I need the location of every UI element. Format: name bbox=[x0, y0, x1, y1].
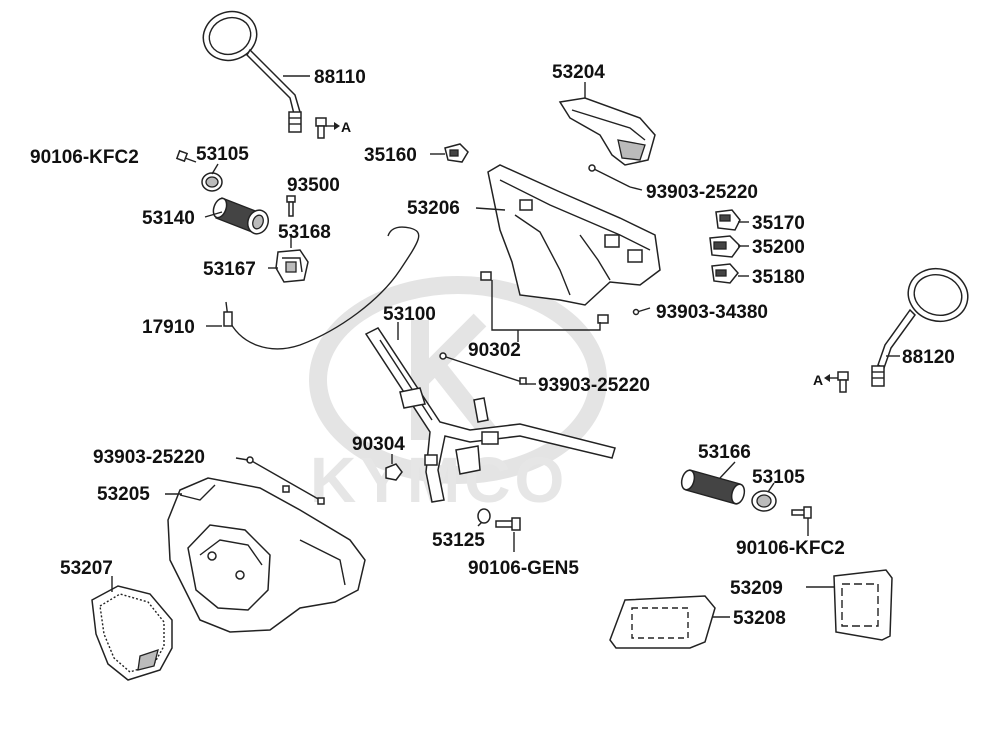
grip-53166 bbox=[680, 469, 746, 505]
kymco-watermark-logo: KYMCO bbox=[309, 276, 607, 516]
label-53204: 53204 bbox=[552, 62, 605, 83]
lens-cover-53207 bbox=[91, 585, 173, 681]
label-53168: 53168 bbox=[278, 222, 331, 243]
label-53205: 53205 bbox=[97, 484, 150, 505]
right-mirror-88120 bbox=[871, 267, 969, 387]
label-a-left: A bbox=[341, 119, 351, 135]
gasket-53208 bbox=[609, 595, 716, 649]
label-35180: 35180 bbox=[752, 267, 805, 288]
label-90106-kfc2-left: 90106-KFC2 bbox=[30, 147, 139, 168]
switch-housing-53167 bbox=[275, 249, 309, 283]
label-53208: 53208 bbox=[733, 608, 786, 629]
bolt-90106-gen5 bbox=[495, 517, 521, 531]
nut-90304 bbox=[385, 463, 403, 481]
plate-53209 bbox=[833, 569, 893, 641]
label-90106-gen5: 90106-GEN5 bbox=[468, 558, 579, 579]
label-53100: 53100 bbox=[383, 304, 436, 325]
handlebar-53100 bbox=[364, 327, 616, 503]
bolt-a-left bbox=[315, 117, 327, 139]
label-53209: 53209 bbox=[730, 578, 783, 599]
label-a-right: A bbox=[813, 372, 823, 388]
bolt-90106-kfc2-right bbox=[791, 506, 812, 519]
label-53125: 53125 bbox=[432, 530, 485, 551]
cable-17910 bbox=[223, 226, 420, 350]
label-35160: 35160 bbox=[364, 145, 417, 166]
label-35200: 35200 bbox=[752, 237, 805, 258]
switch-35160 bbox=[444, 143, 469, 163]
label-90302: 90302 bbox=[468, 340, 521, 361]
label-53105-right: 53105 bbox=[752, 467, 805, 488]
front-cover-53205 bbox=[167, 477, 366, 633]
screw-93903-25220-top bbox=[588, 164, 631, 188]
label-90304: 90304 bbox=[352, 434, 405, 455]
switch-35200 bbox=[709, 235, 741, 258]
label-53140: 53140 bbox=[142, 208, 195, 229]
label-53105-left: 53105 bbox=[196, 144, 249, 165]
bolt-a-right bbox=[837, 371, 849, 393]
label-53206: 53206 bbox=[407, 198, 460, 219]
label-53167: 53167 bbox=[203, 259, 256, 280]
label-53166: 53166 bbox=[698, 442, 751, 463]
cover-53204 bbox=[558, 97, 656, 166]
label-93500: 93500 bbox=[287, 175, 340, 196]
label-17910: 17910 bbox=[142, 317, 195, 338]
screw-93903-25220-mid bbox=[439, 352, 527, 385]
label-90106-kfc2-right: 90106-KFC2 bbox=[736, 538, 845, 559]
screw-93500 bbox=[286, 195, 296, 217]
label-93903-34380: 93903-34380 bbox=[656, 302, 768, 323]
screw-93903-25220-left bbox=[246, 456, 325, 505]
switch-35170 bbox=[715, 209, 741, 231]
label-88110: 88110 bbox=[314, 67, 366, 88]
bolt-90302 bbox=[480, 271, 609, 324]
rear-housing-53206 bbox=[487, 164, 661, 306]
left-mirror-88110 bbox=[202, 10, 302, 133]
switch-35180 bbox=[711, 263, 739, 284]
washer-53125 bbox=[477, 508, 491, 524]
label-93903-25220-left: 93903-25220 bbox=[93, 447, 205, 468]
grip-53140 bbox=[212, 197, 270, 235]
bar-end-weight-53105-left bbox=[201, 172, 223, 192]
label-93903-25220-top: 93903-25220 bbox=[646, 182, 758, 203]
label-93903-25220-mid: 93903-25220 bbox=[538, 375, 650, 396]
label-35170: 35170 bbox=[752, 213, 805, 234]
label-53207: 53207 bbox=[60, 558, 113, 579]
bar-end-weight-53105-right bbox=[751, 490, 777, 512]
label-88120: 88120 bbox=[902, 347, 955, 368]
bolt-90106-kfc2-left bbox=[175, 149, 197, 163]
screw-93903-34380 bbox=[632, 307, 651, 316]
